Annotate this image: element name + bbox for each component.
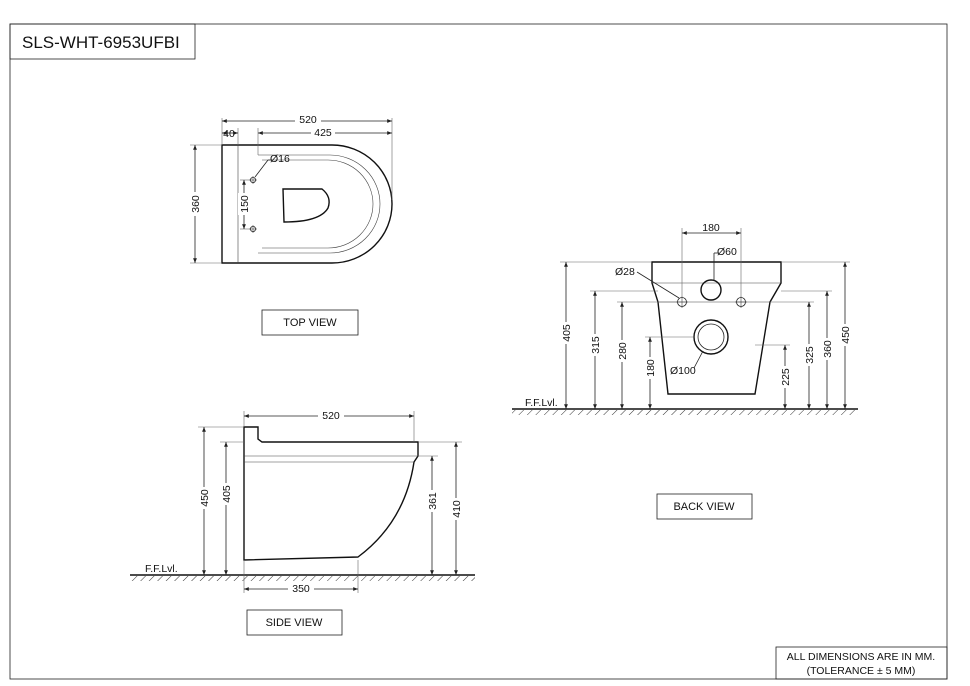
top-dim-520: 520 xyxy=(299,114,317,126)
side-view-outline xyxy=(243,426,419,561)
outlet-hole xyxy=(693,319,729,355)
top-dim-hole-dia: Ø16 xyxy=(270,153,290,165)
top-view-outline xyxy=(221,144,393,264)
back-view-label-box xyxy=(656,493,753,520)
top-view-label-box xyxy=(261,309,359,336)
drawing-border xyxy=(9,23,948,680)
side-view: F.F.Lvl. 520 350 450 405 361 xyxy=(130,410,475,636)
note-line-2: (TOLERANCE ± 5 MM) xyxy=(807,665,916,677)
back-view-floor-hatch xyxy=(512,410,858,415)
back-dim-360: 360 xyxy=(822,340,834,358)
back-dim-225: 225 xyxy=(780,368,792,386)
top-dim-150: 150 xyxy=(239,195,251,213)
top-view-label: TOP VIEW xyxy=(283,317,337,329)
side-view-floor-label: F.F.Lvl. xyxy=(145,563,178,575)
back-view: F.F.Lvl. 180 Ø60 Ø28 Ø100 xyxy=(512,222,858,520)
side-dim-410: 410 xyxy=(451,500,463,518)
back-view-floor-label: F.F.Lvl. xyxy=(525,397,558,409)
side-view-label: SIDE VIEW xyxy=(266,617,323,629)
side-dim-520: 520 xyxy=(322,410,340,422)
side-view-label-box xyxy=(246,609,343,636)
back-view-outline xyxy=(651,261,782,395)
side-dim-450: 450 xyxy=(199,489,211,507)
top-view: 520 40 425 360 150 Ø16 TOP VIEW xyxy=(189,114,393,336)
back-dim-325: 325 xyxy=(804,346,816,364)
back-dim-180-spacing: 180 xyxy=(702,222,720,234)
top-dim-425: 425 xyxy=(314,127,332,139)
title-block: SLS-WHT-6953UFBI xyxy=(9,23,196,60)
note-line-1: ALL DIMENSIONS ARE IN MM. xyxy=(787,651,935,663)
inlet-hole xyxy=(700,279,722,301)
dimension-note: ALL DIMENSIONS ARE IN MM. (TOLERANCE ± 5… xyxy=(775,646,948,680)
back-dim-405: 405 xyxy=(561,324,573,342)
side-view-floor-hatch xyxy=(130,576,475,581)
back-dim-outlet-dia: Ø100 xyxy=(670,365,696,377)
side-dim-350: 350 xyxy=(292,583,310,595)
back-dim-315: 315 xyxy=(590,336,602,354)
back-dim-280: 280 xyxy=(617,342,629,360)
back-view-label: BACK VIEW xyxy=(673,501,735,513)
model-code: SLS-WHT-6953UFBI xyxy=(22,33,180,52)
top-dim-360: 360 xyxy=(190,195,202,213)
side-dim-405: 405 xyxy=(221,485,233,503)
back-dim-inlet-dia: Ø60 xyxy=(717,246,737,258)
back-dim-180-height: 180 xyxy=(645,359,657,377)
back-dim-450: 450 xyxy=(840,326,852,344)
side-dim-361: 361 xyxy=(427,492,439,510)
top-dim-40: 40 xyxy=(223,128,235,140)
back-dim-bolt-dia: Ø28 xyxy=(615,266,635,278)
bowl-opening xyxy=(282,188,330,223)
